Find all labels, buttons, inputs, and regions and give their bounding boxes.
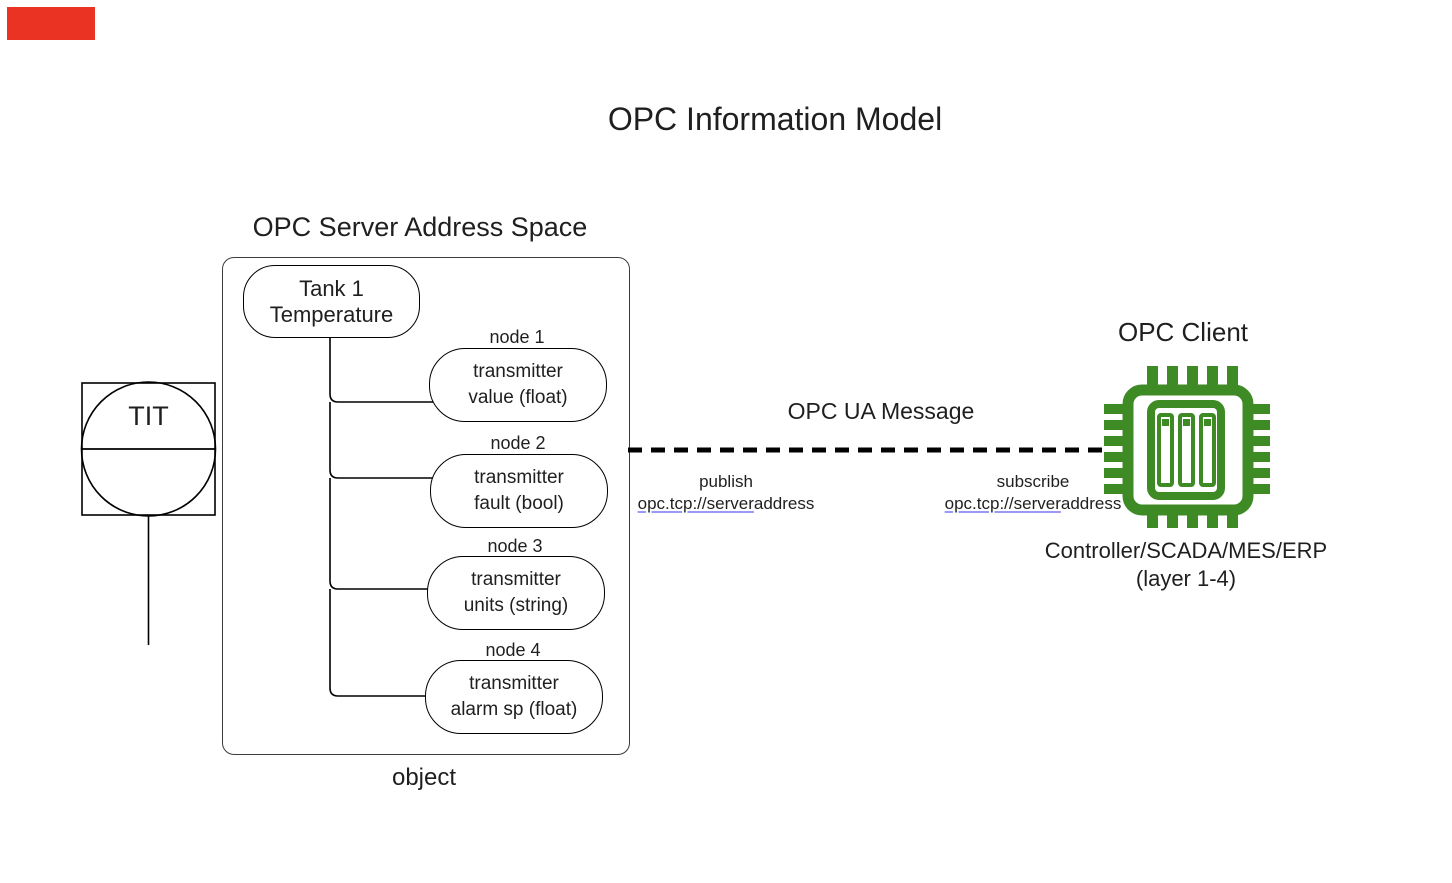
object-label: object	[391, 764, 457, 791]
tit-instrument-icon	[80, 381, 217, 645]
node-3-line1: transmitter	[471, 569, 561, 590]
publish-address: opc.tcp://serveraddress	[626, 493, 826, 515]
node-2-line1: transmitter	[474, 467, 564, 488]
node-2-line2: fault (bool)	[474, 493, 564, 514]
node-3-line2: units (string)	[463, 595, 569, 616]
page-title: OPC Information Model	[607, 101, 943, 137]
subscribe-block: subscribe opc.tcp://serveraddress	[933, 471, 1133, 515]
node-2: transmitter fault (bool)	[430, 454, 608, 528]
node-1: transmitter value (float)	[429, 348, 607, 422]
node-1-line2: value (float)	[468, 387, 568, 408]
opc-client-chip-icon	[1104, 366, 1270, 528]
node-1-caption: node 1	[489, 327, 545, 347]
client-caption-line2: (layer 1-4)	[1135, 566, 1237, 591]
node-1-line1: transmitter	[473, 361, 563, 382]
node-2-caption: node 2	[490, 433, 546, 453]
tit-tag-label: TIT	[128, 401, 169, 431]
publish-address-rest: address	[753, 494, 815, 513]
subscribe-label: subscribe	[996, 472, 1070, 491]
chip-slats	[1157, 413, 1216, 487]
tank-node-line2: Temperature	[269, 301, 394, 327]
red-indicator	[7, 7, 95, 40]
publish-block: publish opc.tcp://serveraddress	[626, 471, 826, 515]
publish-label: publish	[699, 472, 753, 491]
client-caption-line1: Controller/SCADA/MES/ERP	[1044, 538, 1328, 563]
node-4: transmitter alarm sp (float)	[425, 660, 603, 734]
opc-ua-message-label: OPC UA Message	[787, 398, 975, 424]
subscribe-address-rest: address	[1060, 494, 1122, 513]
subscribe-address-link[interactable]: opc.tcp://server	[944, 494, 1061, 513]
tank-node-line1: Tank 1	[299, 275, 364, 301]
node-4-line2: alarm sp (float)	[450, 699, 578, 720]
node-4-line1: transmitter	[469, 673, 559, 694]
node-3-caption: node 3	[487, 536, 543, 556]
server-address-space-label: OPC Server Address Space	[252, 212, 588, 242]
opc-client-label: OPC Client	[1117, 317, 1249, 347]
subscribe-address: opc.tcp://serveraddress	[933, 493, 1133, 515]
chip-slat-dots	[1162, 419, 1211, 426]
node-3: transmitter units (string)	[427, 556, 605, 630]
tank-temperature-node: Tank 1 Temperature	[243, 265, 420, 338]
node-4-caption: node 4	[485, 640, 541, 660]
publish-address-link[interactable]: opc.tcp://server	[637, 494, 754, 513]
